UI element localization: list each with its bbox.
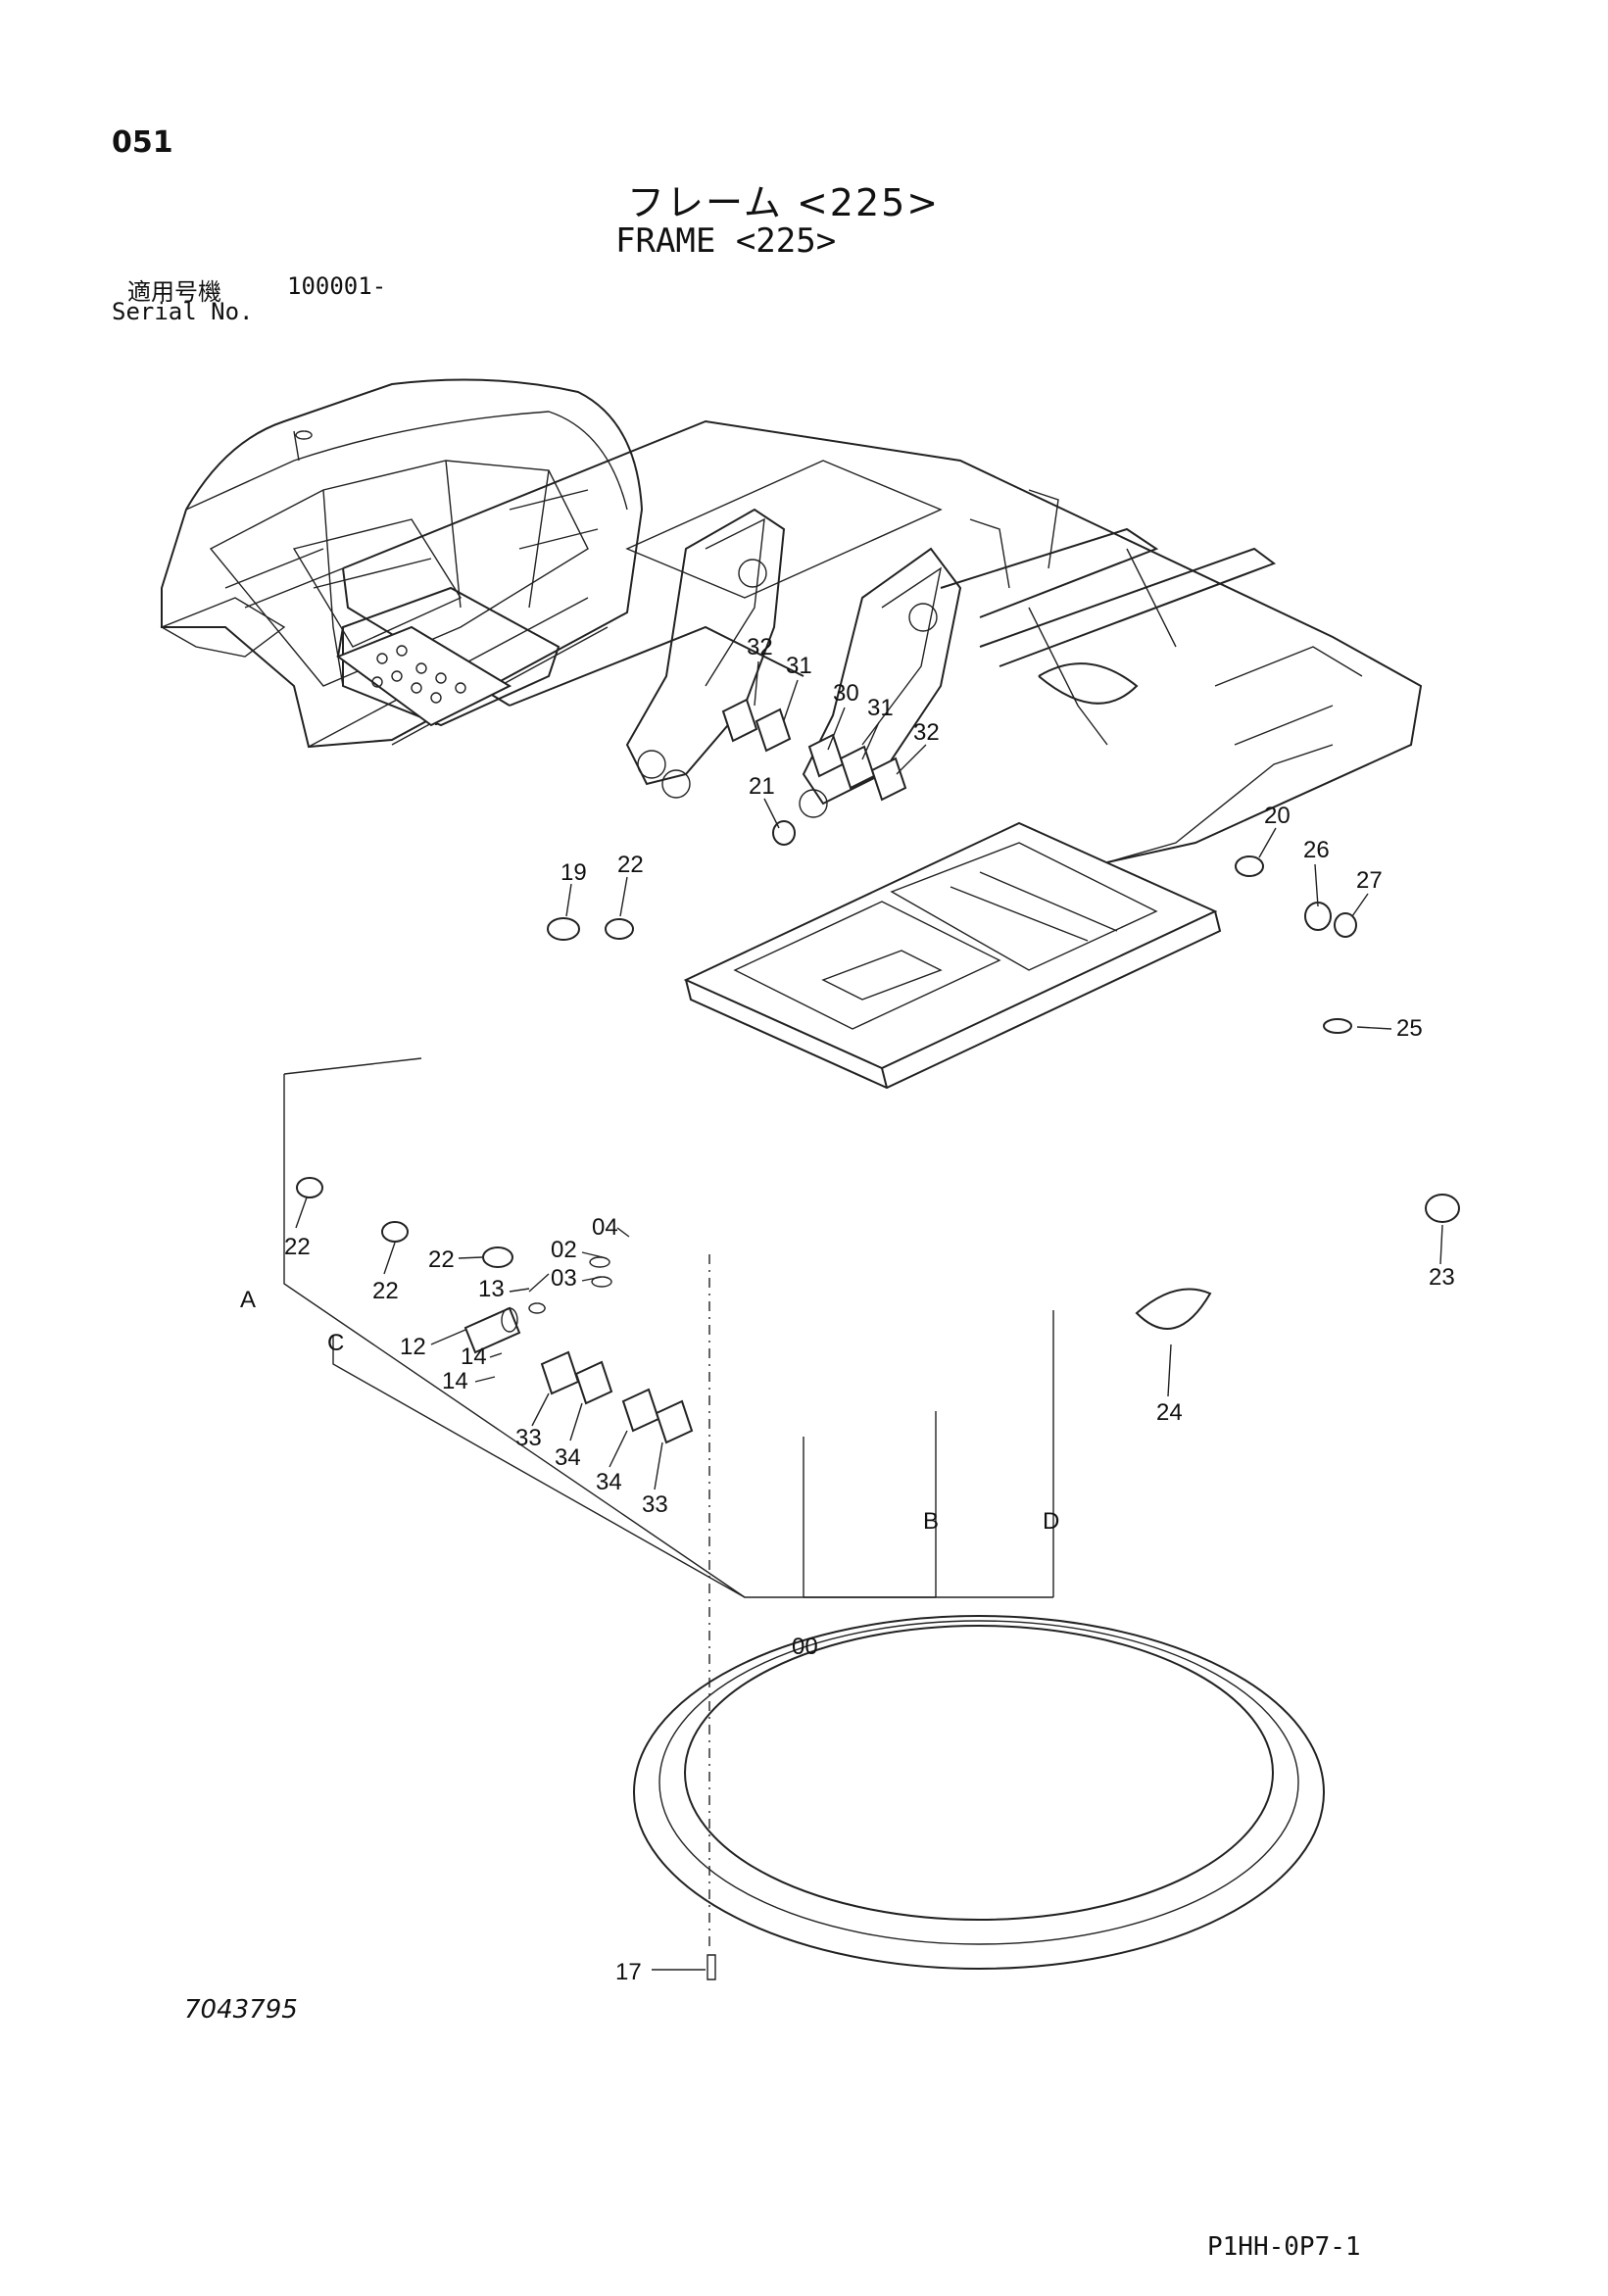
callout-labels: 32 31 30 31 32 21 20 26 27 19 22 25 22 2… (240, 634, 1455, 1985)
callout-27: 27 (1356, 867, 1383, 894)
callout-C: C (327, 1330, 344, 1356)
callout-21: 21 (749, 773, 775, 800)
page-title-japanese: フレーム <225> (627, 181, 941, 224)
callout-B: B (923, 1508, 939, 1535)
callout-02: 02 (551, 1237, 577, 1263)
callout-04: 04 (592, 1214, 618, 1241)
callout-31: 31 (786, 653, 812, 679)
callout-22: 22 (617, 852, 644, 878)
callout-22: 22 (284, 1234, 311, 1260)
page-number: 051 (112, 125, 173, 160)
main-frame-drawing (283, 419, 1460, 1980)
callout-32: 32 (747, 634, 773, 660)
callout-26: 26 (1303, 837, 1330, 863)
page-title-english: FRAME <225> (615, 221, 837, 261)
callout-33: 33 (515, 1425, 542, 1451)
serial-label-english: Serial No. (112, 298, 254, 325)
callout-22: 22 (428, 1246, 455, 1273)
callout-A: A (240, 1287, 256, 1313)
serial-label-japanese: 適用号機 (127, 278, 221, 306)
callout-13: 13 (478, 1276, 505, 1302)
callout-17: 17 (615, 1959, 642, 1985)
callout-34: 34 (596, 1469, 622, 1495)
callout-20: 20 (1264, 803, 1291, 829)
callout-00: 00 (792, 1634, 818, 1660)
callout-14: 14 (461, 1343, 487, 1370)
callout-19: 19 (560, 859, 587, 886)
callout-25: 25 (1396, 1015, 1423, 1042)
callout-34: 34 (555, 1444, 581, 1471)
page-code: P1HH-0P7-1 (1207, 2232, 1361, 2262)
callout-03: 03 (551, 1265, 577, 1292)
callout-30: 30 (833, 680, 859, 707)
callout-22: 22 (372, 1278, 399, 1304)
drawing-number: 7043795 (184, 1995, 298, 2025)
serial-number-value: 100001- (287, 272, 387, 300)
callout-32: 32 (913, 719, 940, 746)
callout-14: 14 (442, 1368, 468, 1394)
callout-D: D (1043, 1508, 1059, 1535)
callout-12: 12 (400, 1334, 426, 1360)
callout-23: 23 (1429, 1264, 1455, 1291)
callout-24: 24 (1156, 1399, 1183, 1426)
callout-31: 31 (867, 695, 894, 721)
callout-33: 33 (642, 1491, 668, 1518)
